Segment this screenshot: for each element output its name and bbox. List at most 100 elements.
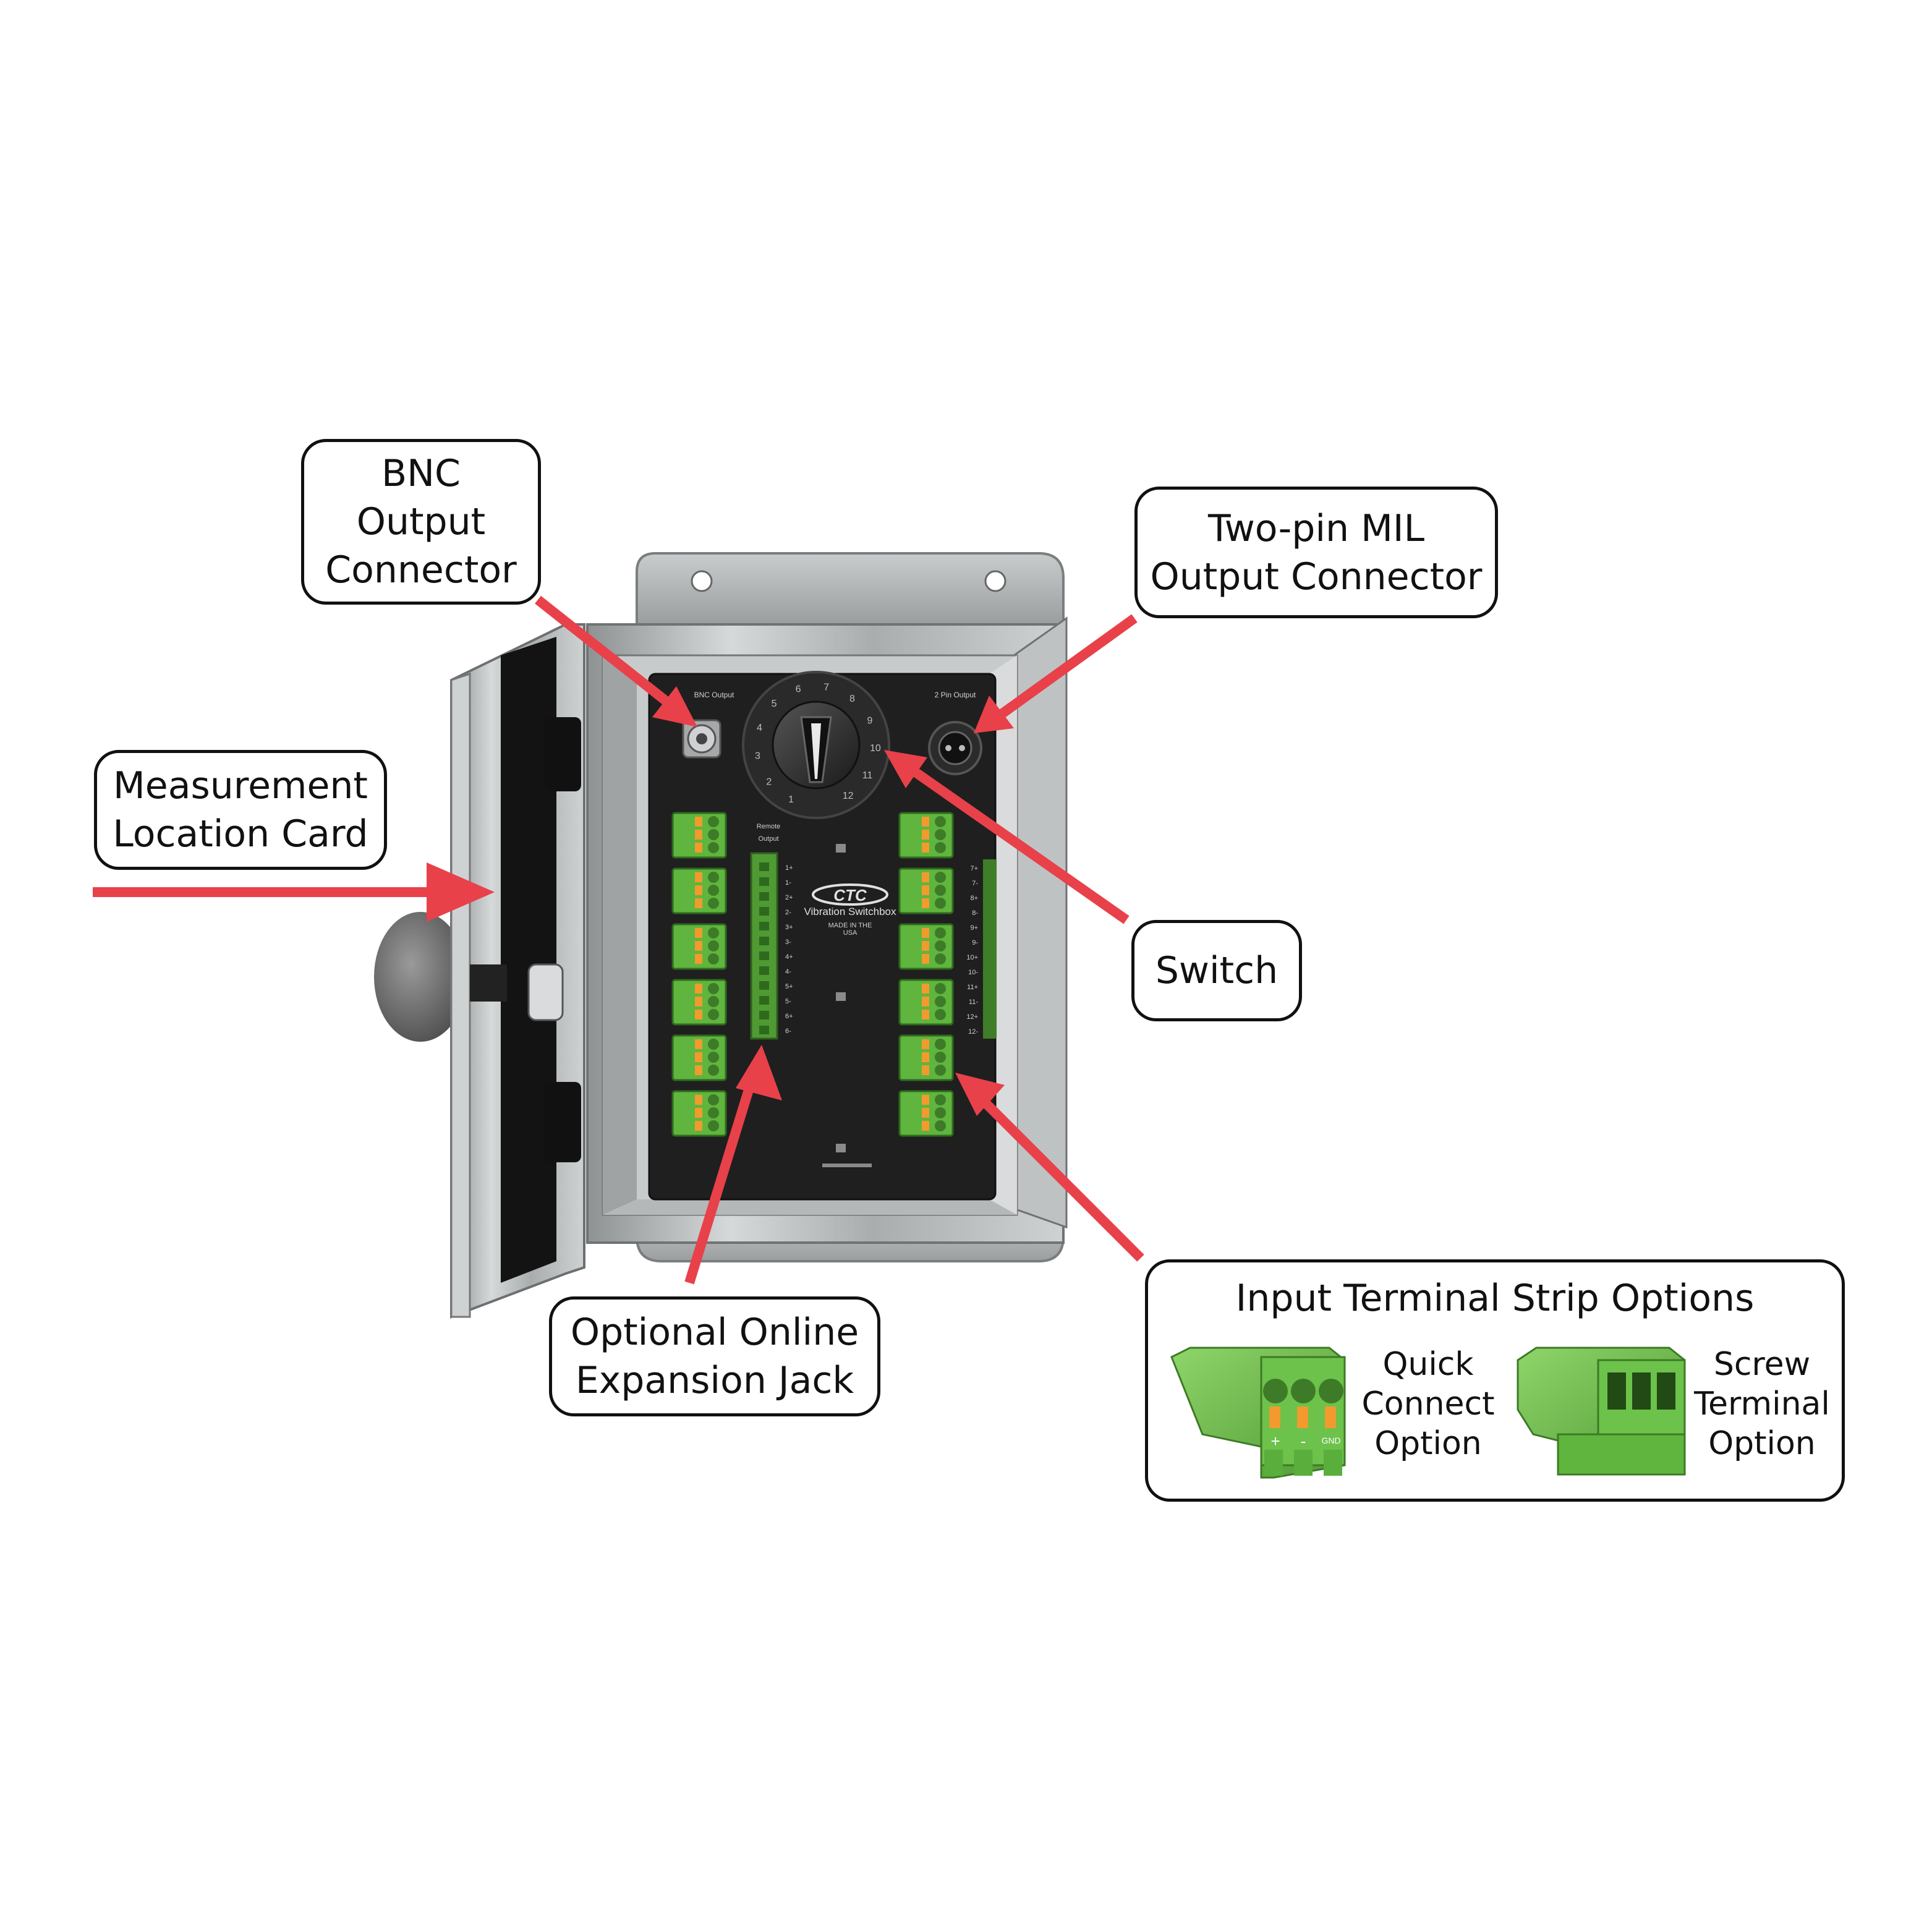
dial-number: 8 (849, 694, 855, 704)
dial-number: 5 (772, 699, 777, 709)
left-terminal-column (671, 812, 727, 1137)
input-terminal-block[interactable] (671, 867, 727, 914)
callout-line: Output Connector (1150, 555, 1483, 598)
callout-line: Optional Online (570, 1311, 859, 1354)
board-slot (822, 1164, 872, 1167)
strip-pin (759, 862, 769, 871)
strip-pin (759, 877, 769, 886)
right-terminal-label: 8+ (970, 895, 978, 902)
option-line: Option (1708, 1425, 1816, 1462)
dial-number: 12 (843, 791, 854, 801)
arrow-card (93, 862, 495, 922)
strip-pin-label: 1- (785, 879, 791, 887)
dial-number: 6 (796, 684, 801, 694)
right-terminal-label: 7- (972, 880, 978, 887)
terminal-options-callout: Input Terminal Strip Options (1145, 1259, 1845, 1502)
product-name: Vibration Switchbox (804, 906, 896, 917)
callout-line: Two-pin MIL (1207, 506, 1424, 550)
callout-line: Measurement (113, 764, 368, 807)
bnc-connector-callout: BNC Output Connector (301, 439, 541, 605)
screw-terminal-label: Screw Terminal Option (1688, 1345, 1836, 1463)
door-latch[interactable] (527, 963, 564, 1021)
made-in-country: USA (843, 929, 857, 937)
right-terminal-label: 10- (968, 969, 978, 976)
expansion-jack-callout: Optional Online Expansion Jack (549, 1296, 880, 1416)
input-terminal-block[interactable] (898, 1034, 954, 1081)
strip-pin-label: 6+ (785, 1013, 793, 1020)
mil-connector[interactable] (928, 721, 982, 775)
switch-pointer-icon (811, 723, 821, 779)
input-terminal-block[interactable] (898, 812, 954, 859)
input-terminal-block[interactable] (898, 923, 954, 970)
mount-hole (984, 570, 1006, 592)
strip-pin (759, 907, 769, 916)
strip-pin (759, 922, 769, 930)
callout-line: BNC (381, 452, 461, 495)
svg-text:CTC: CTC (833, 886, 867, 904)
strip-pin (759, 1026, 769, 1034)
bnc-output-label: BNC Output (694, 691, 734, 699)
strip-pin-label: 6- (785, 1028, 791, 1035)
input-terminal-block[interactable] (671, 979, 727, 1026)
strip-pin (759, 1011, 769, 1019)
remote-label: Remote (757, 823, 781, 830)
arrow-bnc (535, 595, 697, 727)
made-in-label: MADE IN THE (828, 922, 872, 929)
standoff (836, 1144, 846, 1152)
callout-line: Output (356, 500, 486, 543)
callout-line: Location Card (113, 812, 368, 856)
screw-terminal-image (1517, 1347, 1686, 1476)
two-pin-output-label: 2 Pin Output (935, 691, 976, 699)
dial-number: 10 (870, 743, 881, 754)
option-line: Quick (1382, 1346, 1474, 1383)
input-terminal-block[interactable] (671, 1090, 727, 1137)
input-terminal-block[interactable] (898, 979, 954, 1026)
gnd-mark: GND (1321, 1436, 1340, 1445)
dial-number: 11 (862, 770, 873, 781)
option-line: Screw (1713, 1346, 1811, 1383)
input-terminal-block[interactable] (898, 867, 954, 914)
minus-mark: - (1301, 1432, 1306, 1450)
right-terminal-label: 11+ (967, 984, 978, 991)
strip-pin-label: 3+ (785, 924, 793, 931)
right-terminal-label: 10+ (966, 954, 978, 961)
arrow-switch (884, 750, 1130, 924)
strip-pin (759, 981, 769, 990)
input-terminal-block[interactable] (671, 923, 727, 970)
strip-pin (759, 951, 769, 960)
dial-number: 1 (788, 794, 794, 805)
right-terminal-label: 8- (972, 909, 978, 917)
expansion-jack-strip[interactable] (750, 852, 778, 1040)
dial-number: 9 (867, 715, 873, 726)
quick-connect-label: Quick Connect Option (1351, 1345, 1505, 1463)
strip-pin-label: 2+ (785, 894, 793, 901)
right-terminal-column (898, 812, 954, 1137)
mount-hole (691, 570, 713, 592)
strip-pin-label: 4- (785, 968, 791, 976)
mil-connector-callout: Two-pin MIL Output Connector (1134, 487, 1498, 618)
ctc-logo: CTC (812, 883, 888, 906)
callout-line: Expansion Jack (575, 1359, 854, 1402)
strip-pin-label: 5+ (785, 983, 793, 990)
right-terminal-label: 9- (972, 939, 978, 947)
bnc-connector[interactable] (682, 719, 721, 759)
arrow-mil (974, 614, 1138, 733)
strip-pin (759, 937, 769, 945)
right-terminal-label: 12- (968, 1028, 978, 1036)
callout-line: Switch (1155, 949, 1279, 992)
strip-pin-label: 1+ (785, 864, 793, 872)
output-label: Output (758, 835, 778, 843)
input-terminal-block[interactable] (671, 1034, 727, 1081)
expansion-jack-labels: 1+1-2+2-3+3-4+4-5+5-6+6- (785, 864, 793, 1035)
input-terminal-block[interactable] (671, 812, 727, 859)
right-terminal-label: 12+ (966, 1013, 978, 1021)
right-terminal-labels: 7+7-8+8-9+9-10+10-11+11-12+12- (966, 865, 978, 1036)
switch-callout: Switch (1131, 920, 1302, 1021)
dial-number: 2 (766, 777, 772, 787)
option-line: Terminal (1694, 1385, 1830, 1423)
input-terminal-block[interactable] (898, 1090, 954, 1137)
terminal-options-title: Input Terminal Strip Options (1235, 1277, 1755, 1320)
